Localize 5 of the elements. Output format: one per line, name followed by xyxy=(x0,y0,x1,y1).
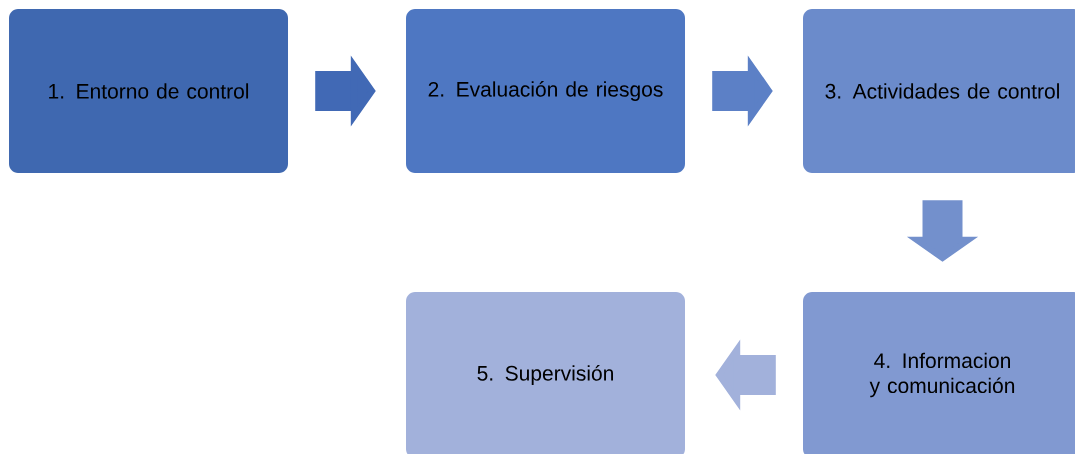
process-box: 2. Evaluación de riesgos xyxy=(406,9,685,173)
process-box: 5. Supervisión xyxy=(406,292,685,454)
process-box: 3. Actividades de control xyxy=(803,9,1075,173)
process-box: 1. Entorno de control xyxy=(9,9,288,173)
process-box: 4. Informacion y comunicación xyxy=(803,292,1075,454)
